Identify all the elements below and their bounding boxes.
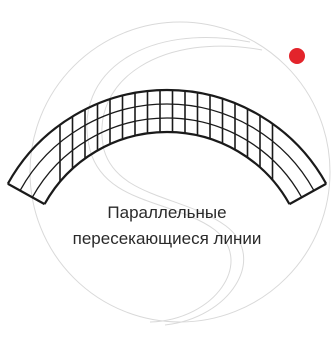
arch-end-cap — [7, 182, 46, 206]
caption-line-1: Параллельные — [107, 203, 227, 222]
arch-outer-edge — [6, 88, 328, 185]
caption-line-2: пересекающиеся линии — [72, 229, 262, 248]
arch-inner-edge — [43, 130, 291, 205]
indicator-dot-icon — [289, 48, 305, 64]
arch-parallel-line — [19, 103, 315, 191]
arch-crosshatch-icon — [6, 88, 328, 206]
arch-end-cap — [288, 182, 327, 206]
caption: Параллельные пересекающиеся линии — [0, 200, 334, 252]
watermark-icon — [29, 21, 331, 326]
